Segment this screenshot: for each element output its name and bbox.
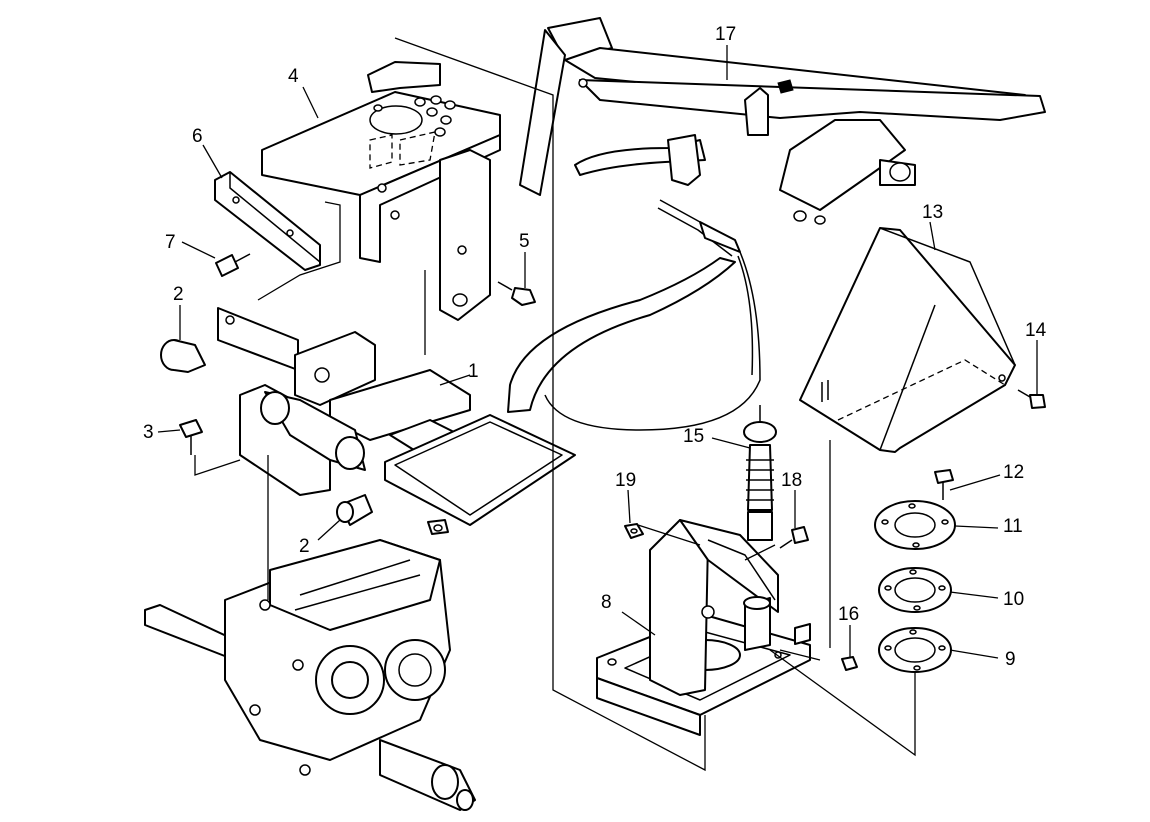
leader-2b <box>317 519 341 541</box>
part-15-cable-end <box>743 405 777 541</box>
leader-3 <box>157 429 181 433</box>
callouts: 1 2 2 3 4 5 6 7 8 9 10 11 12 13 14 15 16… <box>143 24 1047 670</box>
assembly-lines <box>194 37 916 772</box>
callout-4: 4 <box>288 66 299 87</box>
part-16-nut <box>841 656 858 671</box>
callout-1: 1 <box>468 361 479 382</box>
part-5-bolt <box>497 281 536 306</box>
callout-13: 13 <box>922 202 943 223</box>
part-14-screw <box>1017 389 1046 409</box>
part-2-bushing-upper <box>160 339 206 373</box>
part-6-plate <box>214 171 321 271</box>
part-8-base-frame <box>596 519 811 736</box>
leader-1 <box>439 374 471 386</box>
part-12-screw <box>934 469 954 500</box>
part-9-washer <box>878 627 952 673</box>
leader-19 <box>627 489 631 524</box>
part-17-brake-lever <box>544 79 794 431</box>
leader-4 <box>302 86 319 119</box>
leader-lines <box>157 45 1038 659</box>
callout-16: 16 <box>838 604 859 625</box>
leader-6 <box>202 144 223 179</box>
part-1-pedal-bracket <box>217 307 576 535</box>
part-2-bushing-lower <box>336 494 373 526</box>
callout-8: 8 <box>601 592 612 613</box>
part-4-mounting-bracket <box>261 61 501 321</box>
callout-19: 19 <box>615 470 636 491</box>
part-18-bolt <box>779 526 809 549</box>
transmission <box>144 539 476 811</box>
callout-9: 9 <box>1005 649 1016 670</box>
part-19-nut <box>624 523 644 539</box>
part-7-bolt <box>215 253 251 277</box>
callout-17: 17 <box>715 24 736 45</box>
leader-15 <box>711 437 751 449</box>
callout-11: 11 <box>1003 516 1023 537</box>
callout-5: 5 <box>519 231 530 252</box>
callout-2a: 2 <box>173 284 184 305</box>
leader-13 <box>929 221 936 251</box>
callout-14: 14 <box>1025 320 1047 341</box>
callout-10: 10 <box>1003 589 1024 610</box>
leader-9 <box>949 649 999 659</box>
part-11-washer <box>874 500 956 550</box>
leader-10 <box>949 591 999 599</box>
callout-7: 7 <box>165 232 176 253</box>
leader-8 <box>621 611 656 636</box>
part-10-washer <box>878 567 952 613</box>
leader-12 <box>949 474 1001 491</box>
callout-3: 3 <box>143 422 154 443</box>
callout-12: 12 <box>1003 462 1024 483</box>
callout-2b: 2 <box>299 536 310 557</box>
callout-18: 18 <box>781 470 802 491</box>
part-13-cover <box>799 227 1016 453</box>
leader-7 <box>181 241 216 259</box>
leader-11 <box>954 525 999 529</box>
part-3-bolt <box>179 419 203 455</box>
handlebar-frame <box>507 17 1046 413</box>
callout-15: 15 <box>683 426 704 447</box>
callout-6: 6 <box>192 126 203 147</box>
